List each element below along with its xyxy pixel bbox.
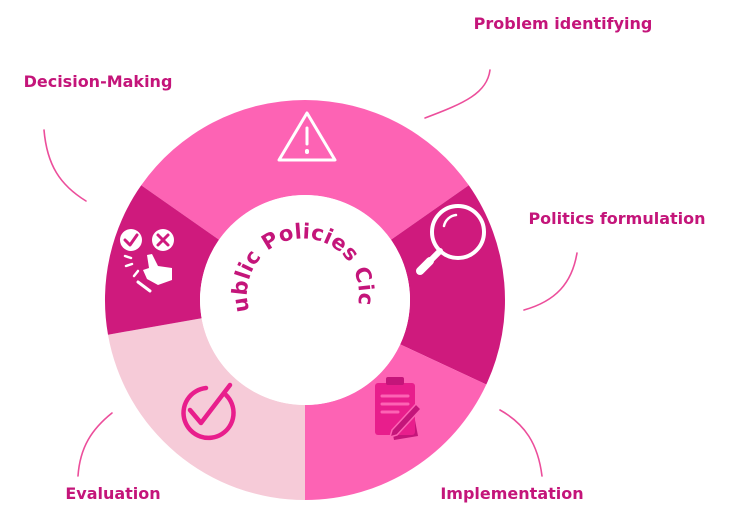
check-circle-icon bbox=[181, 382, 236, 441]
center-hub bbox=[200, 195, 410, 405]
label-problem-identifying: Problem identifying bbox=[474, 14, 653, 33]
document-edit-icon bbox=[375, 377, 423, 440]
label-evaluation: Evaluation bbox=[65, 484, 160, 503]
segment-politics-formulation bbox=[391, 185, 506, 385]
leader-politics-formulation bbox=[523, 252, 578, 311]
leader-implementation bbox=[499, 409, 543, 477]
decision-choice-icon bbox=[120, 229, 174, 293]
leader-problem-identifying bbox=[424, 69, 491, 119]
magnifying-glass-icon bbox=[416, 204, 486, 275]
label-politics-formulation: Politics formulation bbox=[528, 209, 705, 228]
leader-decision-making bbox=[43, 129, 87, 202]
cycle-wheel bbox=[104, 100, 506, 500]
segment-decision-making bbox=[104, 185, 219, 335]
label-implementation: Implementation bbox=[440, 484, 583, 503]
leader-evaluation bbox=[77, 412, 113, 477]
segment-problem-identifying bbox=[141, 100, 469, 240]
segment-evaluation bbox=[108, 318, 305, 500]
label-decision-making: Decision-Making bbox=[24, 72, 173, 91]
warning-triangle-icon bbox=[277, 111, 337, 162]
